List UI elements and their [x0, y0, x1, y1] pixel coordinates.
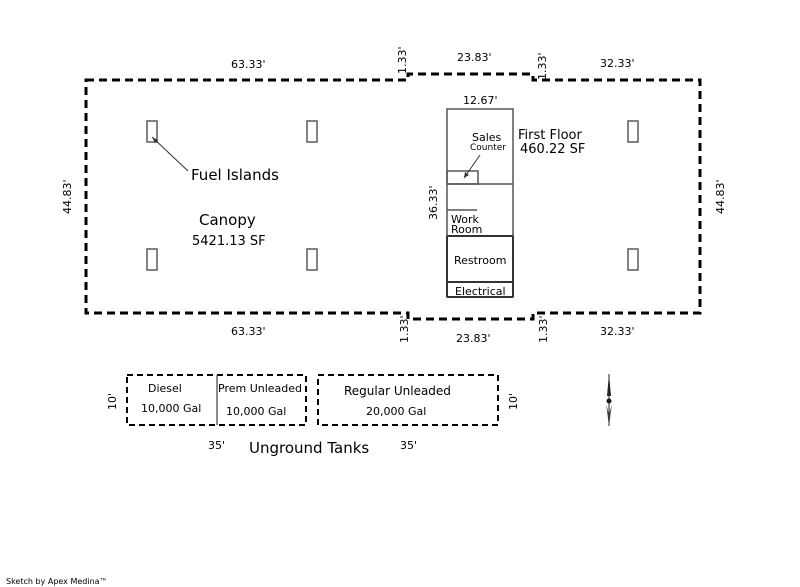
tank-regular-name: Regular Unleaded [344, 384, 451, 398]
dim-left-side: 44.83' [61, 179, 74, 214]
fuel-island [306, 248, 318, 271]
fuel-islands-pointer [151, 136, 189, 172]
tank-diesel-capacity: 10,000 Gal [141, 402, 201, 415]
electrical-label: Electrical [455, 285, 506, 298]
fuel-island [627, 120, 639, 143]
pointer-arrowhead-icon [464, 172, 469, 178]
sales-counter-label-1: Sales [472, 131, 502, 144]
sketch-footer: Sketch by Apex Medina™ [6, 577, 108, 586]
dim-top-middle: 23.83' [457, 51, 492, 64]
work-room-label-1: Work [451, 213, 479, 226]
tank-dim-right-height: 10' [507, 393, 520, 410]
pointer-arrowhead-icon [152, 137, 158, 143]
dim-top-right: 32.33' [600, 57, 635, 70]
dim-top-left: 63.33' [231, 58, 266, 71]
fuel-island [627, 248, 639, 271]
work-room-label-2: Room [451, 223, 482, 236]
tank-prem-name: Prem Unleaded [218, 382, 302, 395]
fuel-island [146, 248, 158, 271]
sales-counter [446, 170, 479, 185]
canopy-area: 5421.13 SF [192, 234, 266, 249]
fuel-island [146, 120, 158, 143]
first-floor-area: 460.22 SF [520, 142, 585, 157]
tank-regular-capacity: 20,000 Gal [366, 405, 426, 418]
dim-bottom-middle: 23.83' [456, 332, 491, 345]
north-arrow-icon [606, 374, 612, 426]
dim-top-step-right: 1.33' [536, 52, 549, 80]
restroom-label: Restroom [454, 254, 506, 267]
dim-bottom-step-right: 1.33' [537, 315, 550, 343]
first-floor-name: First Floor [518, 128, 582, 143]
tank-dim-left-height: 10' [106, 393, 119, 410]
dim-bottom-step-left: 1.33' [398, 315, 411, 343]
fuel-island [306, 120, 318, 143]
fuel-islands-label: Fuel Islands [191, 166, 279, 184]
dim-bottom-left: 63.33' [231, 325, 266, 338]
dim-building-width: 12.67' [463, 94, 498, 107]
canopy-name: Canopy [199, 211, 256, 229]
tank-group-left [126, 374, 307, 426]
dim-building-depth: 36.33' [427, 185, 440, 220]
tanks-title: Unground Tanks [249, 439, 369, 457]
tank-diesel-name: Diesel [148, 382, 182, 395]
tank-group-right [317, 374, 499, 426]
canopy-outline [84, 72, 702, 321]
sales-counter-label-2: Counter [470, 143, 506, 153]
tank-dim-left-width: 35' [208, 439, 225, 452]
dim-top-step-left: 1.33' [396, 46, 409, 74]
tank-dim-right-width: 35' [400, 439, 417, 452]
dim-right-side: 44.83' [714, 179, 727, 214]
tank-prem-capacity: 10,000 Gal [226, 405, 286, 418]
dim-bottom-right: 32.33' [600, 325, 635, 338]
